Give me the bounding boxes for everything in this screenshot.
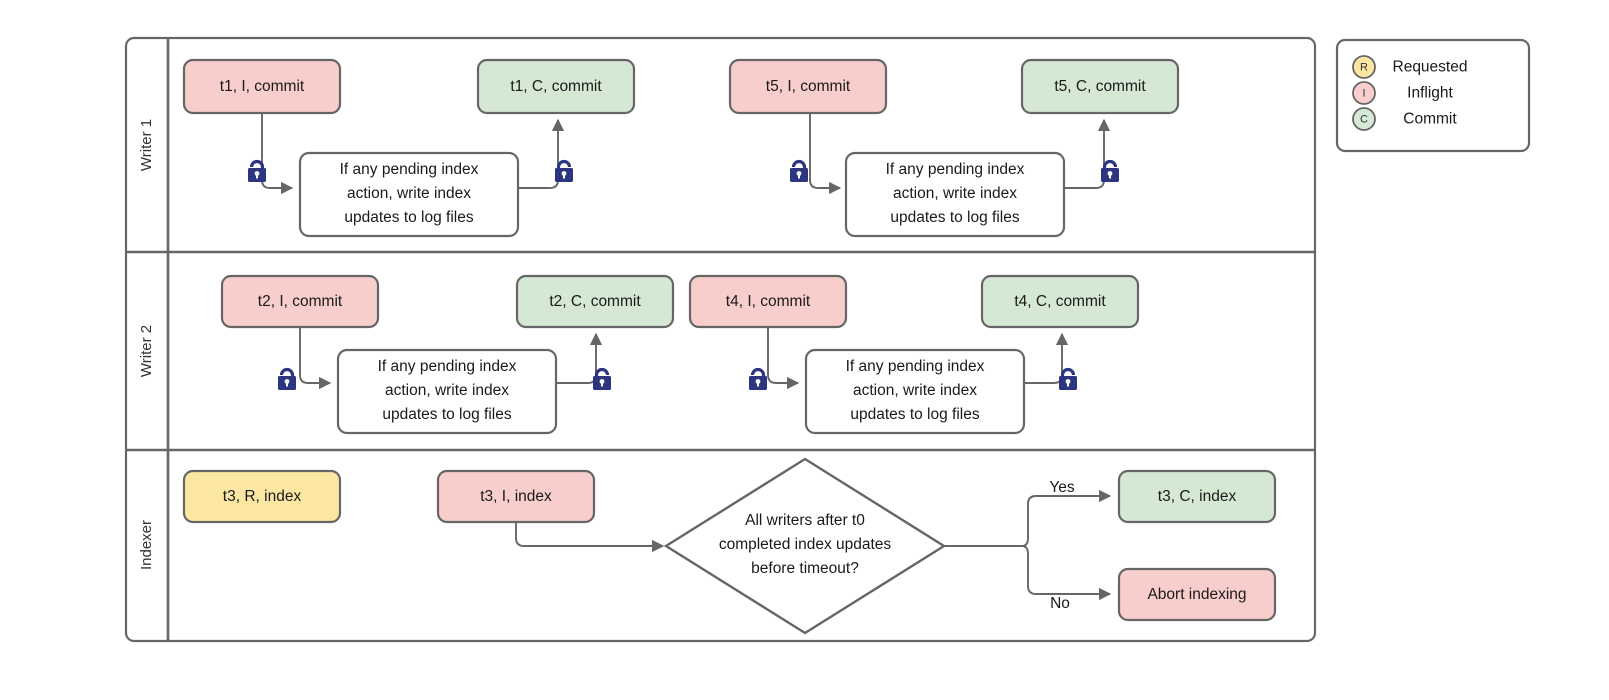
- node-t2-inflight-commit-label: t2, I, commit: [258, 293, 343, 310]
- lock-closed-icon: [790, 159, 808, 182]
- commit-badge-icon: [1352, 107, 1376, 131]
- lane-label-indexer-text: Indexer: [138, 520, 155, 570]
- lock-closed-icon: [749, 367, 767, 390]
- node-t3-requested-index-label: t3, R, index: [223, 488, 302, 505]
- node-indexer-decision-line-1: All writers after t0: [745, 512, 865, 529]
- legend-item-requested-label: Requested: [1393, 59, 1468, 76]
- node-writer2-process-1-line-2: action, write index: [385, 382, 509, 399]
- legend-item-commit: C Commit: [1352, 107, 1457, 131]
- node-writer1-process-1-line-2: action, write index: [347, 185, 471, 202]
- legend-panel: R Requested I Inflight C Commit: [1335, 38, 1531, 153]
- node-writer1-process-1-line-1: If any pending index: [340, 161, 479, 178]
- indexer-lane-content: t3, R, index t3, I, index All writers af…: [182, 457, 1277, 635]
- legend-item-commit-label: Commit: [1403, 111, 1457, 128]
- writer1-lane-content: t1, I, commit t1, C, commit If any pendi…: [182, 58, 1180, 238]
- lock-closed-icon: [278, 367, 296, 390]
- node-t4-inflight-commit[interactable]: t4, I, commit: [688, 274, 848, 329]
- node-abort-indexing-label: Abort indexing: [1147, 586, 1246, 603]
- node-writer1-process-1-line-3: updates to log files: [344, 209, 474, 226]
- lock-open-icon: [1059, 367, 1077, 390]
- lane-label-indexer: Indexer: [138, 520, 155, 570]
- node-t3-commit-index[interactable]: t3, C, index: [1117, 469, 1277, 524]
- node-writer1-process-2-line-2: action, write index: [893, 185, 1017, 202]
- node-writer2-process-1-line-1: If any pending index: [378, 358, 517, 375]
- node-t3-inflight-index-label: t3, I, index: [480, 488, 552, 505]
- node-t1-commit-commit[interactable]: t1, C, commit: [476, 58, 636, 115]
- node-t3-requested-index[interactable]: t3, R, index: [182, 469, 342, 524]
- node-t2-commit-commit-label: t2, C, commit: [549, 293, 641, 310]
- node-t5-commit-commit-label: t5, C, commit: [1054, 78, 1146, 95]
- node-abort-indexing[interactable]: Abort indexing: [1117, 567, 1277, 622]
- legend-item-requested: R Requested: [1352, 55, 1468, 79]
- lane-label-writer-1-text: Writer 1: [138, 119, 155, 171]
- node-t5-inflight-commit[interactable]: t5, I, commit: [728, 58, 888, 115]
- lane-label-writer-1: Writer 1: [138, 119, 155, 171]
- lane-label-writer-2-text: Writer 2: [138, 325, 155, 377]
- node-writer1-process-2-line-1: If any pending index: [886, 161, 1025, 178]
- node-t1-inflight-commit-label: t1, I, commit: [220, 78, 305, 95]
- node-t4-commit-commit-label: t4, C, commit: [1014, 293, 1106, 310]
- inflight-badge-glyph: I: [1362, 87, 1365, 99]
- node-t3-inflight-index[interactable]: t3, I, index: [436, 469, 596, 524]
- node-writer2-process-2-line-3: updates to log files: [850, 406, 980, 423]
- writer2-lane-content: t2, I, commit t2, C, commit If any pendi…: [220, 274, 1140, 435]
- commit-badge-glyph: C: [1360, 113, 1368, 125]
- node-t2-commit-commit[interactable]: t2, C, commit: [515, 274, 675, 329]
- edge-label-no: No: [1050, 595, 1070, 612]
- node-t5-commit-commit[interactable]: t5, C, commit: [1020, 58, 1180, 115]
- inflight-badge-icon: [1352, 81, 1376, 105]
- lock-open-icon: [1101, 159, 1119, 182]
- node-t3-commit-index-label: t3, C, index: [1158, 488, 1237, 505]
- node-indexer-decision-line-3: before timeout?: [751, 560, 859, 577]
- node-writer1-process-1[interactable]: If any pending index action, write index…: [298, 151, 520, 238]
- lock-open-icon: [593, 367, 611, 390]
- lock-closed-icon: [248, 159, 266, 182]
- node-indexer-decision-line-2: completed index updates: [719, 536, 892, 553]
- node-t1-commit-commit-label: t1, C, commit: [510, 78, 602, 95]
- node-t5-inflight-commit-label: t5, I, commit: [766, 78, 851, 95]
- node-t1-inflight-commit[interactable]: t1, I, commit: [182, 58, 342, 115]
- node-writer2-process-1[interactable]: If any pending index action, write index…: [336, 348, 558, 435]
- lane-label-writer-2: Writer 2: [138, 325, 155, 377]
- requested-badge-glyph: R: [1360, 61, 1368, 73]
- node-writer2-process-2-line-2: action, write index: [853, 382, 977, 399]
- lock-open-icon: [555, 159, 573, 182]
- node-writer2-process-2[interactable]: If any pending index action, write index…: [804, 348, 1026, 435]
- node-writer1-process-2-line-3: updates to log files: [890, 209, 1020, 226]
- requested-badge-icon: [1352, 55, 1376, 79]
- node-writer1-process-2[interactable]: If any pending index action, write index…: [844, 151, 1066, 238]
- node-writer2-process-2-line-1: If any pending index: [846, 358, 985, 375]
- indexer-edges: [515, 489, 1112, 601]
- node-writer2-process-1-line-3: updates to log files: [382, 406, 512, 423]
- node-t2-inflight-commit[interactable]: t2, I, commit: [220, 274, 380, 329]
- legend-item-inflight-label: Inflight: [1407, 85, 1453, 102]
- node-indexer-decision[interactable]: All writers after t0 completed index upd…: [663, 457, 947, 635]
- legend-item-inflight: I Inflight: [1352, 81, 1454, 105]
- edge-label-yes: Yes: [1049, 479, 1075, 496]
- node-t4-inflight-commit-label: t4, I, commit: [726, 293, 811, 310]
- node-t4-commit-commit[interactable]: t4, C, commit: [980, 274, 1140, 329]
